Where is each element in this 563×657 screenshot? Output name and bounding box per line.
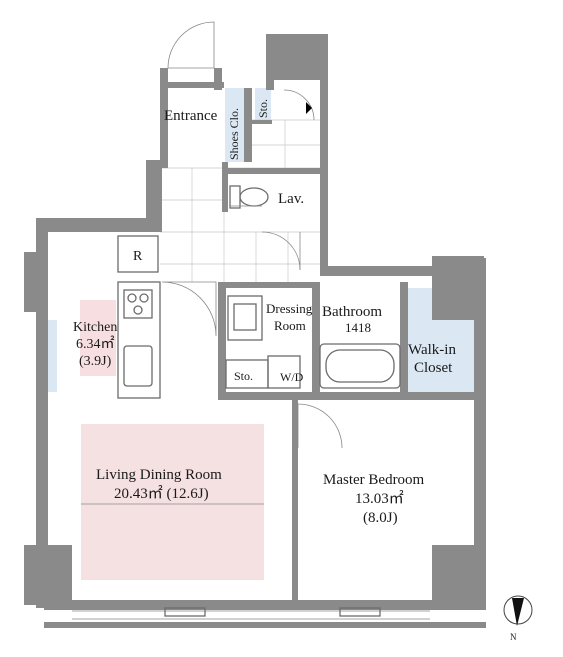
sink-symbol [227,295,263,341]
kitchen-area-label: 6.34㎡ [76,336,115,352]
refrigerator-box [117,235,159,273]
storage-top-label: Sto. [256,99,270,118]
living-dining-area-label: 20.43㎡ (12.6J) [114,485,209,502]
entrance-label: Entrance [164,108,218,124]
living-dining-highlight [81,424,264,580]
master-bedroom-name-label: Master Bedroom [323,472,425,488]
compass-north-label: N [510,632,517,642]
kitchen-highlight [80,300,116,376]
toilet-symbol [229,185,269,209]
walls [24,34,486,628]
dressing-room-label-2: Room [274,318,306,333]
washer-dryer-label: W/D [280,370,304,384]
dressing-room-label-1: Dressing [266,301,313,316]
window-sashes [72,607,430,620]
shoes-closet-fill [225,88,245,162]
refrigerator-label: R [133,249,143,264]
master-bedroom-area-label: 13.03㎡ [355,490,404,507]
lavatory-label: Lav. [278,191,304,207]
bathroom-size-label: 1418 [345,320,371,335]
storage-mid-label: Sto. [234,369,253,383]
walk-in-closet-label-2: Closet [414,360,453,376]
shoes-closet-label: Shoes Clo. [227,108,241,160]
master-bedroom-tatami-label: (8.0J) [363,510,398,526]
doors [161,21,343,449]
storage-top-fill [255,88,271,120]
compass-icon: N [503,595,533,642]
walk-in-closet-fill-2 [408,316,474,396]
kitchen-counter [117,281,161,399]
living-dining-name-label: Living Dining Room [96,467,222,483]
bathroom-name-label: Bathroom [322,304,382,320]
kitchen-name-label: Kitchen [73,320,117,335]
kitchen-tatami-label: (3.9J) [79,354,112,369]
bathtub-symbol [319,343,401,389]
entrance-arrow-icon [306,102,312,114]
walk-in-closet-label-1: Walk-in [408,342,456,358]
